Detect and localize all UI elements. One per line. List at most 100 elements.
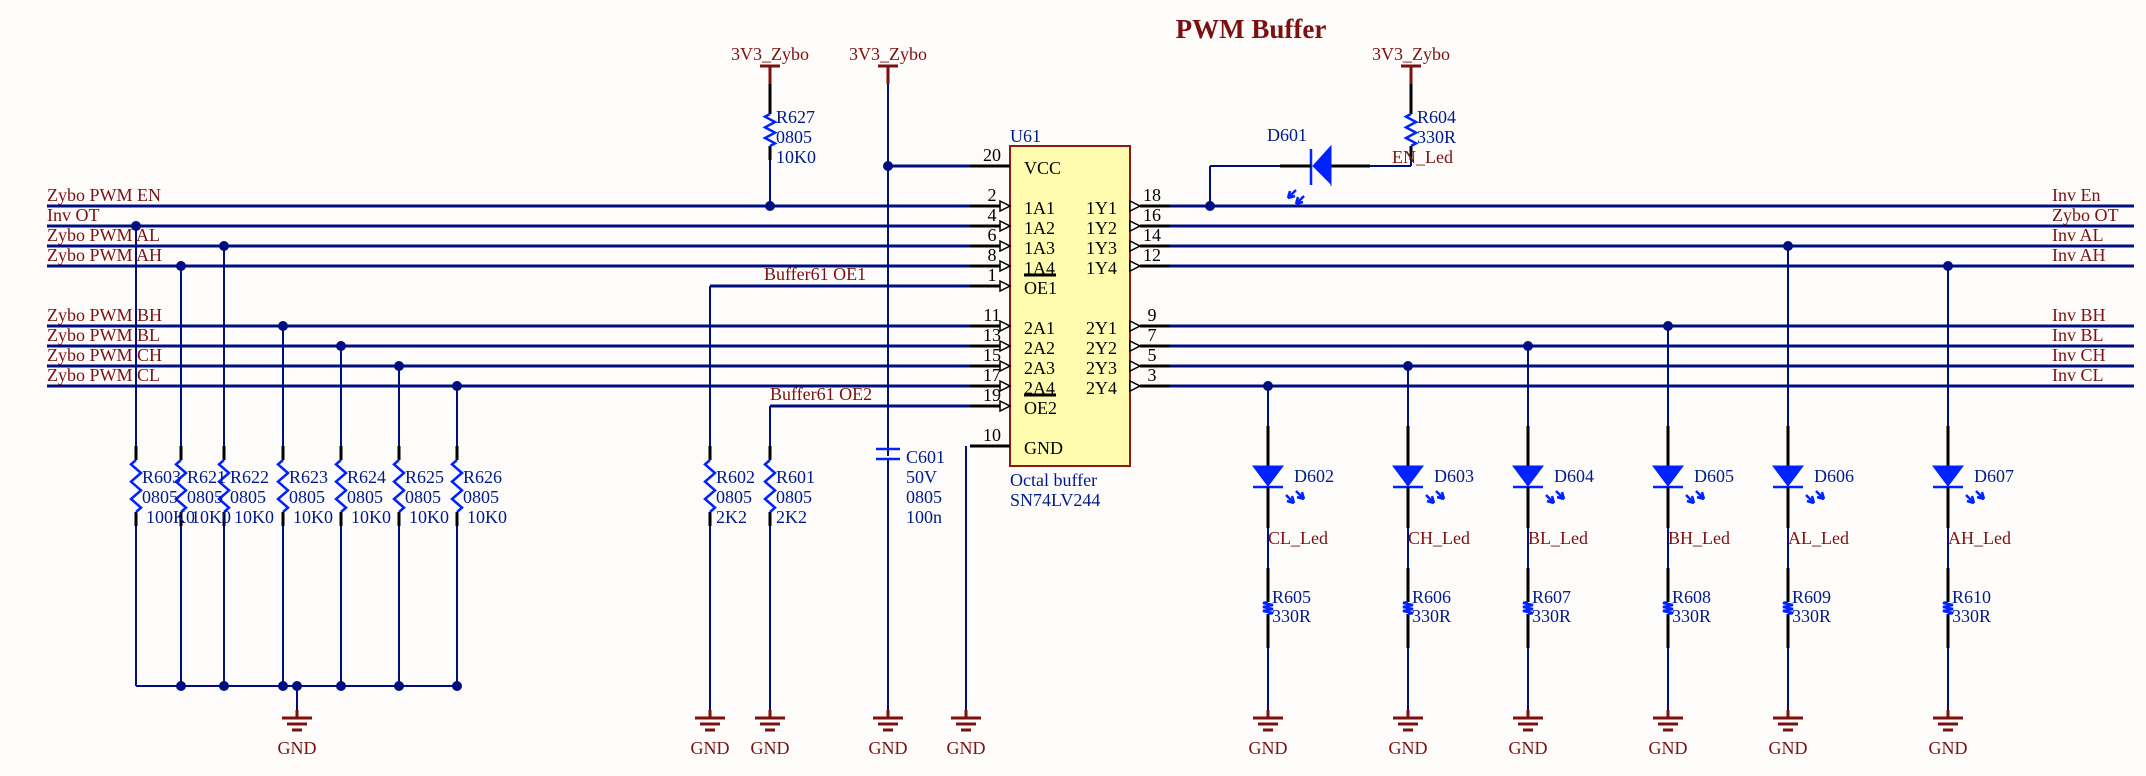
ground-label: GND [869, 738, 908, 758]
pin-number: 18 [1143, 185, 1161, 205]
resistor-designator: R622 [230, 467, 269, 487]
ground-label: GND [1769, 738, 1808, 758]
junction-dot [1205, 201, 1215, 211]
pin-label: 2Y1 [1086, 318, 1117, 338]
resistor-value: 10K0 [351, 507, 391, 527]
resistor-package: 0805 [142, 487, 178, 507]
output-net-label: Inv AH [2052, 245, 2106, 265]
ic-part-number: SN74LV244 [1010, 490, 1100, 510]
resistor-designator: R608 [1672, 587, 1711, 607]
pin-number: 20 [983, 145, 1001, 165]
pin-label: VCC [1024, 158, 1061, 178]
junction-dot [131, 221, 141, 231]
resistor-designator: R623 [289, 467, 328, 487]
led-light-arrows-icon [1425, 490, 1446, 505]
pin-label: 1A3 [1024, 238, 1055, 258]
led-designator: D606 [1814, 466, 1854, 486]
led-triangle-icon [1772, 465, 1804, 487]
pin-number: 3 [1148, 365, 1157, 385]
power-label: 3V3_Zybo [731, 44, 809, 64]
ground-label: GND [1649, 738, 1688, 758]
output-arrow-icon [1129, 219, 1142, 233]
led-resistor-zigzag-icon [1522, 600, 1534, 616]
led-designator: D605 [1694, 466, 1734, 486]
pin-label: 1A1 [1024, 198, 1055, 218]
capacitor-package: 0805 [906, 487, 942, 507]
input-arrow-icon [999, 379, 1012, 393]
led-net-label: AH_Led [1948, 528, 2011, 548]
pin-number: 8 [988, 245, 997, 265]
junction-dot [765, 201, 775, 211]
wires-layer [47, 66, 2134, 718]
led-light-arrows-icon [1545, 490, 1566, 505]
output-arrow-icon [1129, 199, 1142, 213]
resistor-value: 10K0 [409, 507, 449, 527]
ground-label: GND [691, 738, 730, 758]
input-arrow-icon [999, 259, 1012, 273]
ic-designator: U61 [1010, 126, 1041, 146]
resistor-package: 0805 [716, 487, 752, 507]
led-net-label: BL_Led [1528, 528, 1588, 548]
resistor-package: 0805 [347, 487, 383, 507]
ground-label: GND [278, 738, 317, 758]
resistor-package: 0805 [463, 487, 499, 507]
resistor-value: 10K0 [293, 507, 333, 527]
input-net-label: Inv OT [47, 205, 100, 225]
capacitor-voltage: 50V [906, 467, 937, 487]
pin-label: OE2 [1024, 398, 1057, 418]
resistor-designator: R606 [1412, 587, 1451, 607]
led-light-arrows-icon [1286, 189, 1305, 206]
pin-number: 4 [988, 205, 997, 225]
resistor-designator: R621 [187, 467, 226, 487]
resistor-package: 0805 [187, 487, 223, 507]
resistor-value: 330R [1792, 606, 1831, 626]
led-light-arrows-icon [1965, 490, 1986, 505]
resistor-designator: R626 [463, 467, 502, 487]
resistor-designator: R602 [716, 467, 755, 487]
junction-dot [336, 341, 346, 351]
ground-label: GND [947, 738, 986, 758]
output-arrow-icon [1129, 239, 1142, 253]
pin-number: 10 [983, 425, 1001, 445]
capacitor-designator: C601 [906, 447, 945, 467]
output-arrow-icon [1129, 359, 1142, 373]
output-net-label: Inv CL [2052, 365, 2104, 385]
pulldown-resistor-zigzag-icon [174, 459, 188, 513]
input-arrow-icon [999, 279, 1012, 293]
resistor-designator: R624 [347, 467, 386, 487]
output-arrow-icon [1129, 259, 1142, 273]
input-arrow-icon [999, 399, 1012, 413]
led-designator: D603 [1434, 466, 1474, 486]
pin-number: 13 [983, 325, 1001, 345]
led-triangle-icon [1312, 146, 1332, 186]
resistor-package: 0805 [776, 127, 812, 147]
led-light-arrows-icon [1685, 490, 1706, 505]
parts-layer [129, 64, 1986, 732]
resistor-package: 0805 [289, 487, 325, 507]
pulldown-resistor-zigzag-icon [129, 459, 143, 513]
led-designator: D607 [1974, 466, 2014, 486]
pin-label: GND [1024, 438, 1063, 458]
led-net-label: BH_Led [1668, 528, 1730, 548]
resistor-value: 330R [1412, 606, 1451, 626]
output-net-label: Inv BH [2052, 305, 2106, 325]
input-arrow-icon [999, 199, 1012, 213]
pin-number: 1 [988, 265, 997, 285]
resistor-value: 100K0 [146, 507, 195, 527]
pin-number: 5 [1148, 345, 1157, 365]
led-triangle-icon [1932, 465, 1964, 487]
ic-description: Octal buffer [1010, 470, 1097, 490]
led-net-label: CL_Led [1268, 528, 1328, 548]
resistor-value: 2K2 [776, 507, 807, 527]
input-net-label: Zybo PWM AH [47, 245, 162, 265]
junction-dot [176, 261, 186, 271]
input-arrow-icon [999, 239, 1012, 253]
output-arrow-icon [1129, 379, 1142, 393]
junction-dot [219, 241, 229, 251]
led-light-arrows-icon [1805, 490, 1826, 505]
resistor-designator: R625 [405, 467, 444, 487]
led-resistor-zigzag-icon [1402, 600, 1414, 616]
ground-label: GND [1249, 738, 1288, 758]
resistor-package: 0805 [405, 487, 441, 507]
